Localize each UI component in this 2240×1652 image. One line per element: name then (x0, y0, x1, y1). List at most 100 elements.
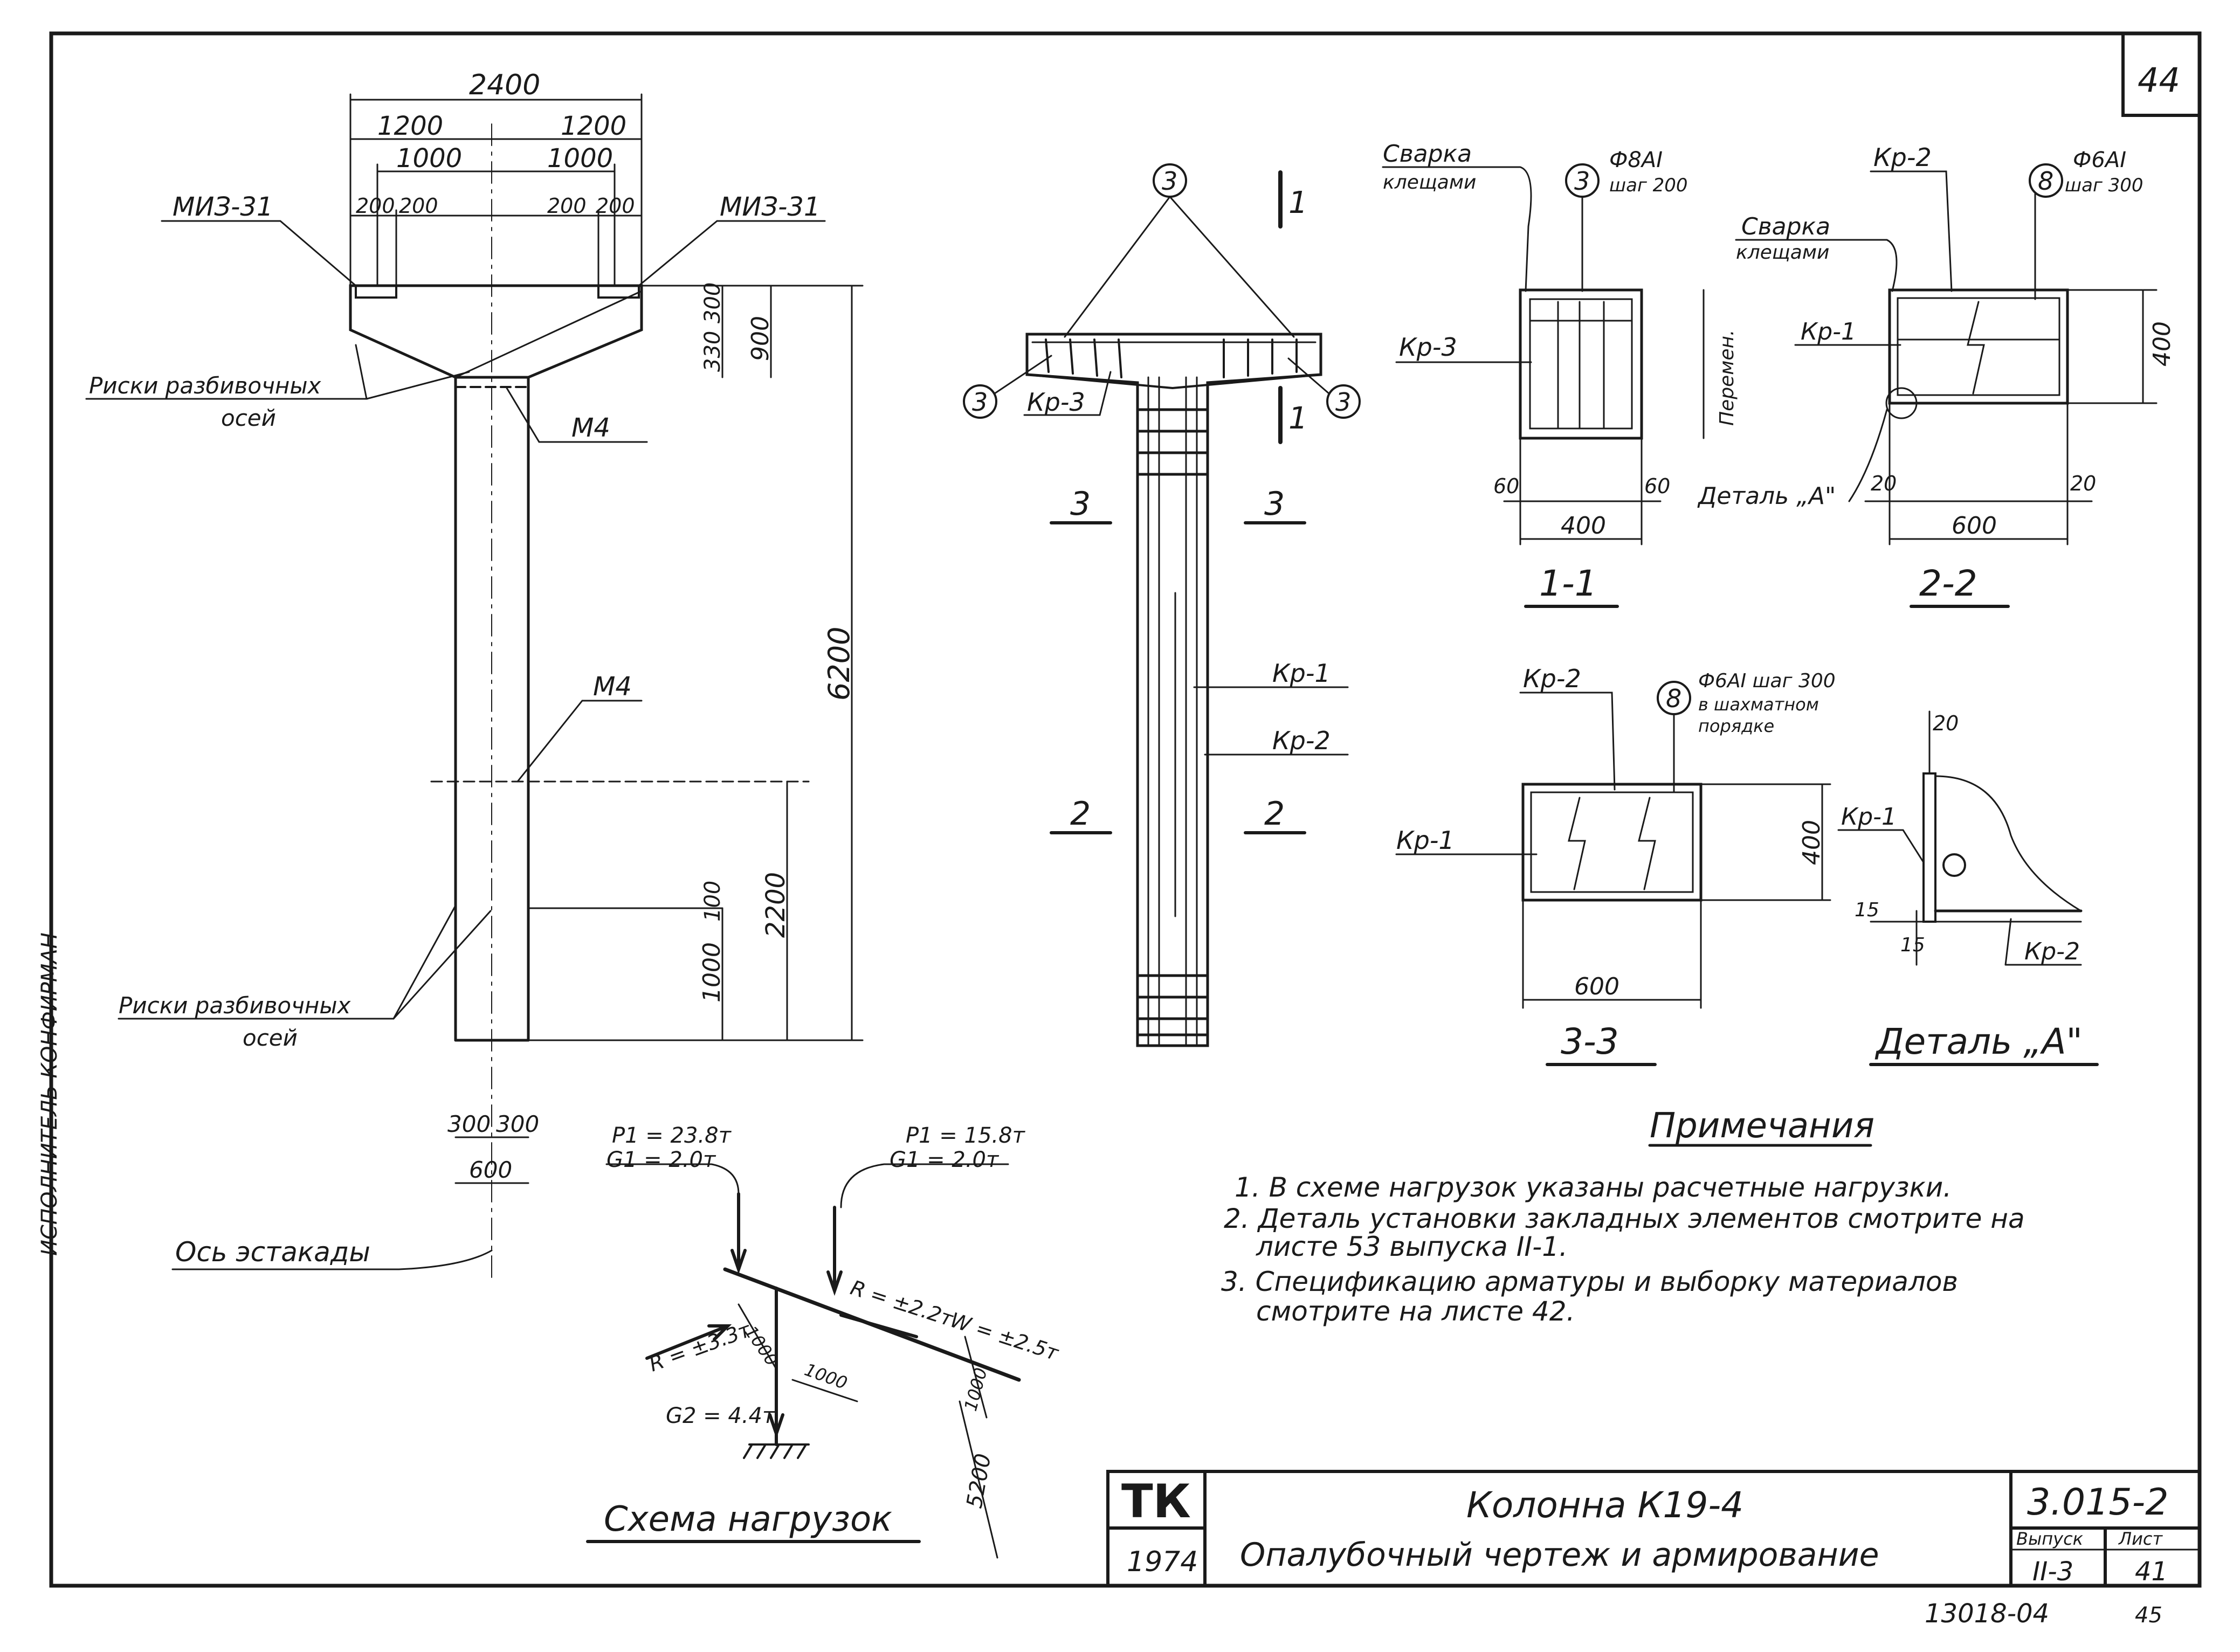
section-3-3-outline (1521, 783, 1703, 902)
dim-15-a: 15 (1855, 899, 1879, 921)
detail-a-plate (1922, 772, 1936, 923)
section-3-3-bars (1568, 797, 1656, 890)
tb-subtitle: Опалубочный чертеж и армирование (1240, 1536, 1879, 1574)
dim-600: 600 (469, 1157, 512, 1183)
tb-year: 1974 (1127, 1546, 1198, 1578)
load-g1-left: G1 = 2.0т (606, 1148, 716, 1172)
dim-300-b: 300 (496, 1111, 539, 1137)
dim-60-left: 60 (1493, 474, 1519, 498)
dimline-1000-b (791, 1379, 858, 1402)
title-1-1: 1-1 (1539, 563, 1597, 604)
tb-sheet-label: Лист (2118, 1529, 2163, 1549)
mark-3-right-circle (1326, 384, 1361, 419)
dim-5200-scheme: 5200 (962, 1451, 996, 1510)
dimline-1000-a (738, 1303, 777, 1370)
load-p1-left: P1 = 23.8т (612, 1123, 732, 1148)
note-2b: листе 53 выпуска II-1. (1256, 1231, 1568, 1262)
label-kr3-section: Кр-3 (1399, 333, 1457, 362)
label-m4-mid: М4 (593, 672, 632, 702)
weld-1-1-line1: Сварка (1383, 140, 1472, 168)
tb-sheet-value: 41 (2135, 1557, 2168, 1587)
arrow-g2 (768, 1378, 784, 1439)
arrow-r-right (839, 1314, 918, 1338)
weld-1-1-line2: клещами (1383, 171, 1476, 193)
load-p1-right: P1 = 15.8т (906, 1123, 1026, 1148)
dim-20-right-2-2: 20 (2070, 472, 2096, 495)
mark-3-section: 3 (1574, 167, 1590, 196)
label-kr2-2-2: Кр-2 (1873, 143, 1932, 172)
label-var: Перемен. (1716, 329, 1738, 426)
arrow-p1-left (730, 1192, 747, 1275)
tb-issue-label: Выпуск (2016, 1529, 2084, 1549)
section-1-1-bars (1529, 301, 1633, 430)
bar-step-1-1: шаг 200 (1609, 175, 1688, 196)
bar-spec-1-1: Ф8АI (1609, 148, 1663, 172)
dim-60-right: 60 (1644, 474, 1670, 498)
bar-spec-2-2: Ф6АI (2073, 148, 2126, 172)
bar-note2-3-3: порядке (1698, 716, 1774, 736)
cut-1-top-label: 1 (1288, 185, 1308, 220)
mark-8-section: 8 (2038, 167, 2053, 196)
label-kr3: Кр-3 (1027, 388, 1085, 417)
mark-8-section-circle (2029, 163, 2063, 198)
head-top-slope (454, 290, 643, 378)
dim-400-2-2: 400 (2148, 321, 2176, 367)
dim-20-detail: 20 (1933, 711, 1959, 735)
detail-a-ref: Деталь „А" (1697, 482, 1836, 510)
cut-2-left-label: 2 (1070, 795, 1091, 833)
load-g2: G2 = 4.4т (666, 1404, 776, 1428)
side-text: ИСПОЛНИТЕЛЬ КОНФИРМАН (37, 932, 62, 1256)
rebar-stirrups-bottom (1136, 974, 1209, 1036)
load-scheme (586, 1163, 1021, 1559)
load-g1-right: G1 = 2.0т (890, 1148, 1000, 1172)
cut-3-left-label: 3 (1070, 485, 1091, 523)
embedded-plate-right (597, 285, 640, 299)
mark-3-top: 3 (1162, 167, 1177, 196)
corner-number-box (2121, 32, 2201, 117)
leader-miz-right (638, 220, 826, 287)
dim-300: 300 (700, 282, 725, 323)
mark-8-3-3: 8 (1666, 684, 1681, 713)
leader-miz-left (161, 220, 357, 287)
dim-1000: 1000 (698, 942, 726, 1003)
dim-330: 330 (700, 331, 725, 372)
leader-weld-2-2 (1735, 239, 1898, 292)
rebar-head-bottom (1026, 374, 1322, 390)
label-axis: Ось эстакады (175, 1236, 370, 1268)
leader-p1-left (605, 1163, 740, 1195)
elevation-view (85, 93, 864, 1278)
title-detail-a: Деталь „А" (1874, 1021, 2083, 1062)
mark-3-right: 3 (1335, 388, 1351, 417)
note-1: 1. В схеме нагрузок указаны расчетные на… (1235, 1172, 1952, 1203)
label-kr2-3-3: Кр-2 (1523, 664, 1581, 693)
label-m4-top: М4 (571, 413, 610, 443)
detail-a-bar (1942, 853, 1966, 877)
weld-2-2-line1: Сварка (1741, 213, 1830, 240)
dim-400-3-3: 400 (1798, 820, 1825, 865)
leader-riski-top (85, 344, 470, 400)
mark-3-left-circle (963, 384, 997, 419)
note-3a: 3. Спецификацию арматуры и выборку матер… (1221, 1266, 1958, 1297)
bottom-page: 45 (2135, 1603, 2162, 1628)
section-1-1-outline (1519, 288, 1643, 440)
section-2-2 (1735, 163, 2158, 608)
rebar-head-stirrups (1045, 338, 1298, 378)
label-kr2-detail: Кр-2 (2024, 938, 2080, 965)
dim-20-left-2-2: 20 (1871, 472, 1897, 495)
label-kr2-rebar: Кр-2 (1272, 726, 1331, 755)
dim-1000-left: 1000 (396, 143, 462, 174)
rebar-column-outline (1025, 333, 1322, 1047)
tb-logo: ТК (1121, 1475, 1191, 1529)
scheme-support (743, 1443, 810, 1459)
rebar-view (963, 163, 1361, 1047)
dim-400-1-1: 400 (1561, 512, 1606, 540)
corner-number: 44 (2138, 60, 2180, 100)
label-kr1-detail: Кр-1 (1841, 803, 1897, 831)
detail-a (1837, 710, 2099, 1066)
leader-axis (171, 1249, 493, 1270)
tb-issue-value: II-3 (2032, 1557, 2073, 1587)
dim-200-c: 200 (547, 194, 587, 218)
arrow-p1-right (826, 1206, 843, 1296)
